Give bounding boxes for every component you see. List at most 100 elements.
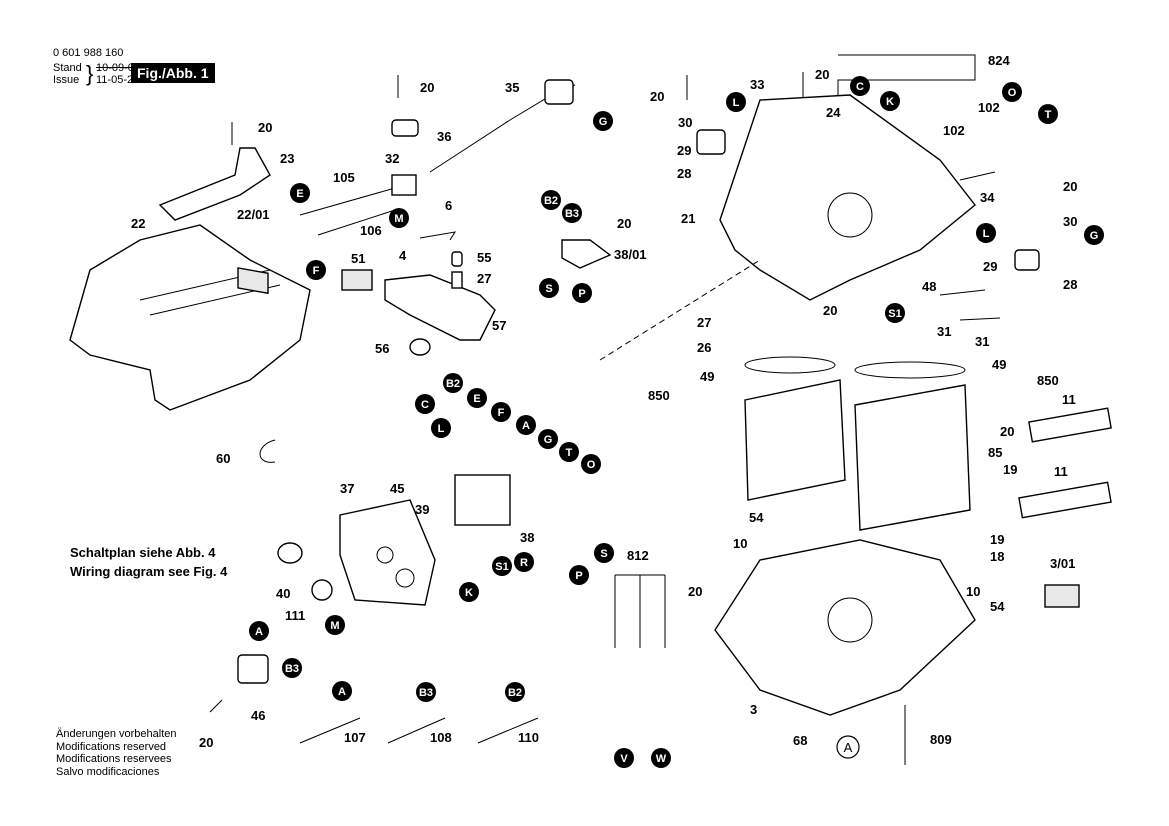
marker-circle — [249, 621, 269, 641]
part-label-30a: 30 — [678, 115, 692, 130]
marker-text: R — [520, 557, 528, 569]
marker-circle — [415, 394, 435, 414]
part-label-31b: 31 — [975, 334, 989, 349]
connector-marker-S1b: S1 — [885, 303, 905, 323]
marker-circle — [389, 208, 409, 228]
part-label-22_01: 22/01 — [237, 207, 270, 222]
part-label-45: 45 — [390, 481, 404, 496]
connector-marker-G3: G — [538, 429, 558, 449]
marker-circle — [1084, 225, 1104, 245]
marker-circle — [1002, 82, 1022, 102]
part-label-28a: 28 — [677, 166, 691, 181]
marker-circle — [282, 658, 302, 678]
knob-56 — [409, 338, 431, 356]
cover-part-22 — [69, 224, 311, 411]
marker-text: L — [733, 97, 740, 109]
part-label-850a: 850 — [648, 388, 670, 403]
marker-text: S — [600, 548, 607, 560]
part-label-20j: 20 — [688, 584, 702, 599]
connector-marker-T2: T — [559, 442, 579, 462]
electronics-board — [454, 474, 511, 526]
motor-part-29b — [1014, 249, 1040, 271]
part-drawings — [69, 54, 1112, 765]
connector-marker-M2: M — [325, 615, 345, 635]
part-label-809: 809 — [930, 732, 952, 747]
part-label-102b: 102 — [978, 100, 1000, 115]
part-label-6: 6 — [445, 198, 452, 213]
part-label-23: 23 — [280, 151, 294, 166]
part-label-26: 26 — [697, 340, 711, 355]
screw-20 — [209, 72, 804, 713]
marker-text: C — [856, 81, 864, 93]
marker-circle — [290, 183, 310, 203]
marker-circle — [541, 190, 561, 210]
stand-date-struck: 10-09-09 — [96, 62, 141, 74]
detail-callout-A: A — [836, 735, 860, 759]
motor-part-29 — [696, 129, 726, 155]
marker-text: F — [498, 407, 505, 419]
part-label-20d: 20 — [617, 216, 631, 231]
marker-circle — [581, 454, 601, 474]
connector-marker-A3: A — [332, 681, 352, 701]
marker-circle — [651, 748, 671, 768]
connector-marker-S1: S — [539, 278, 559, 298]
connector-marker-B2b: B2 — [443, 373, 463, 393]
spring-27 — [451, 271, 463, 289]
mod-line-fr: Modifications reservees — [56, 753, 172, 765]
knob-part-40 — [311, 579, 333, 601]
marker-text: A — [522, 420, 530, 432]
label-part-51 — [341, 269, 373, 291]
part-number: 0 601 988 160 — [53, 47, 124, 59]
marker-text: B3 — [285, 663, 299, 675]
foam-part-11b — [1018, 481, 1112, 519]
part-label-37: 37 — [340, 481, 354, 496]
marker-text: B2 — [508, 687, 522, 699]
marker-circle — [614, 748, 634, 768]
issue-date: 11-05-20 — [96, 74, 140, 86]
part-label-85: 85 — [988, 445, 1002, 460]
part-label-22: 22 — [131, 216, 145, 231]
marker-text: O — [587, 459, 596, 471]
part-label-29b: 29 — [983, 259, 997, 274]
part-label-54b: 54 — [990, 599, 1005, 614]
part-label-28b: 28 — [1063, 277, 1077, 292]
wiring-note: Wiring diagram see Fig. 4 — [70, 564, 228, 579]
part-label-51: 51 — [351, 251, 365, 266]
part-label-11a: 11 — [1062, 392, 1076, 407]
marker-text: K — [886, 96, 894, 108]
part-label-111: 111 — [285, 608, 305, 623]
marker-circle — [594, 543, 614, 563]
part-label-36: 36 — [437, 129, 451, 144]
connector-marker-B2a: B2 — [541, 190, 561, 210]
marker-text: B3 — [565, 208, 579, 220]
label-part-22-01 — [237, 267, 269, 295]
filter-850b — [854, 384, 971, 531]
marker-text: W — [656, 753, 667, 765]
part-label-107: 107 — [344, 730, 366, 745]
marker-circle — [593, 111, 613, 131]
part-label-20c: 20 — [199, 735, 213, 750]
marker-text: E — [296, 188, 303, 200]
issue-label: Issue — [53, 74, 80, 86]
marker-text: L — [983, 228, 990, 240]
part-label-24: 24 — [826, 105, 841, 120]
connector-marker-E1: E — [290, 183, 310, 203]
label-part-3-01 — [1044, 584, 1080, 608]
stand-label: Stand — [53, 62, 82, 74]
part-label-30b: 30 — [1063, 214, 1077, 229]
part-label-20b: 20 — [258, 120, 272, 135]
gasket-49b — [854, 361, 966, 379]
marker-text: T — [1045, 109, 1052, 121]
part-label-40: 40 — [276, 586, 290, 601]
part-label-33: 33 — [750, 77, 764, 92]
part-34 — [959, 171, 996, 181]
marker-text: P — [578, 288, 585, 300]
foam-part-11a — [1028, 407, 1112, 443]
part-label-20e: 20 — [815, 67, 829, 82]
connector-marker-T1: T — [1038, 104, 1058, 124]
part-label-32: 32 — [385, 151, 399, 166]
part-55 — [451, 251, 463, 267]
callout-text: A — [844, 740, 853, 755]
